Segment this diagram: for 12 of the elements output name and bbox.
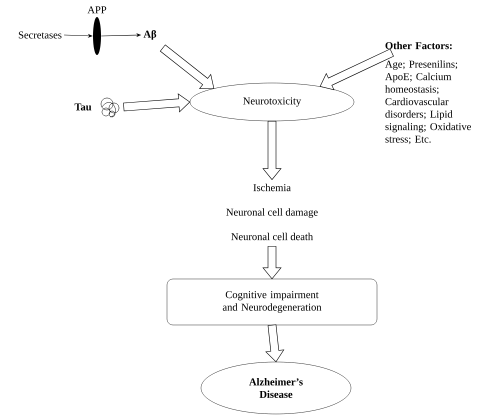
node-label: APP — [87, 6, 106, 14]
block-arrow — [262, 246, 282, 280]
label-text: Secretases — [18, 31, 62, 39]
block-arrow — [123, 93, 190, 112]
tau-tangle-drawing: Tau — [74, 98, 120, 118]
block-arrow — [262, 120, 282, 180]
label-text: Aβ — [144, 30, 156, 40]
factors-text: Other Factors: Age; Presenilins; ApoE; Calcium homeostasis; Cardiovascular disorders; Lipid signaling; Oxidative stress; Etc. — [385, 42, 471, 144]
block-arrow — [265, 324, 284, 362]
consequence-text: Ischemia Neuronal cell damage Neuronal cell death — [226, 184, 318, 240]
block-arrow — [320, 48, 394, 90]
process-box: Cognitive impairment and Neurodegeneration — [166, 278, 378, 326]
